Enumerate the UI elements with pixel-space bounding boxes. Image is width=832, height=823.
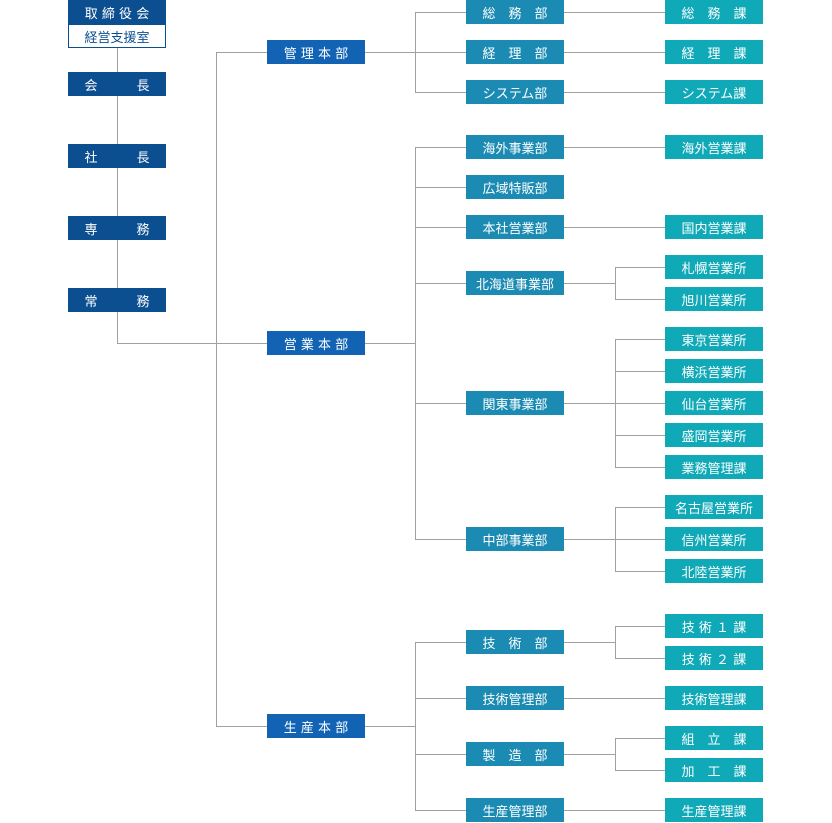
system-section-box: システム課 <box>665 80 763 104</box>
connector-line <box>564 227 665 228</box>
connector-line <box>564 92 665 93</box>
business-management-section-box: 業務管理課 <box>665 455 763 479</box>
connector-line <box>415 187 466 188</box>
connector-line <box>415 642 466 643</box>
connector-line <box>117 343 267 344</box>
connector-line <box>615 770 665 771</box>
connector-line <box>415 403 466 404</box>
connector-line <box>615 435 665 436</box>
connector-line <box>615 403 665 404</box>
connector-line <box>615 571 665 572</box>
connector-line <box>564 52 665 53</box>
connector-line <box>365 726 415 727</box>
connector-line <box>564 283 615 284</box>
connector-line <box>615 507 665 508</box>
connector-line <box>415 227 466 228</box>
connector-line <box>415 642 416 811</box>
connector-line <box>564 147 665 148</box>
connector-line <box>216 52 217 727</box>
connector-line <box>564 698 665 699</box>
assembly-section-box: 組 立 課 <box>665 726 763 750</box>
connector-line <box>615 267 616 300</box>
processing-section-box: 加 工 課 <box>665 758 763 782</box>
connector-line <box>564 403 615 404</box>
connector-line <box>117 48 118 344</box>
kanto-dept-box: 関東事業部 <box>466 391 564 415</box>
wide-area-sales-dept-box: 広域特販部 <box>466 175 564 199</box>
connector-line <box>415 12 466 13</box>
connector-line <box>415 539 466 540</box>
connector-line <box>415 698 466 699</box>
general-affairs-dept-box: 総 務 部 <box>466 0 564 24</box>
connector-line <box>365 343 415 344</box>
technical-management-dept-box: 技術管理部 <box>466 686 564 710</box>
connector-line <box>415 92 466 93</box>
connector-line <box>615 658 665 659</box>
manufacturing-dept-box: 製 造 部 <box>466 742 564 766</box>
asahikawa-office-box: 旭川営業所 <box>665 287 763 311</box>
hokkaido-dept-box: 北海道事業部 <box>466 271 564 295</box>
head-office-sales-dept-box: 本社営業部 <box>466 215 564 239</box>
senior-director-box: 専 務 <box>68 216 166 240</box>
sales-hq-box: 営 業 本 部 <box>267 331 365 355</box>
connector-line <box>564 754 615 755</box>
connector-line <box>365 52 415 53</box>
technical-section-2-box: 技 術 ２ 課 <box>665 646 763 670</box>
nagoya-office-box: 名古屋営業所 <box>665 495 763 519</box>
connector-line <box>615 267 665 268</box>
sendai-office-box: 仙台営業所 <box>665 391 763 415</box>
general-affairs-section-box: 総 務 課 <box>665 0 763 24</box>
connector-line <box>615 626 665 627</box>
overseas-dept-box: 海外事業部 <box>466 135 564 159</box>
chairman-box: 会 長 <box>68 72 166 96</box>
technical-management-section-box: 技術管理課 <box>665 686 763 710</box>
connector-line <box>216 52 267 53</box>
tokyo-office-box: 東京営業所 <box>665 327 763 351</box>
hokuriku-office-box: 北陸営業所 <box>665 559 763 583</box>
board-box: 取 締 役 会 <box>68 0 166 24</box>
chubu-dept-box: 中部事業部 <box>466 527 564 551</box>
connector-line <box>564 539 615 540</box>
connector-line <box>564 810 665 811</box>
connector-line <box>615 299 665 300</box>
sapporo-office-box: 札幌営業所 <box>665 255 763 279</box>
connector-line <box>415 147 416 540</box>
connector-line <box>615 339 665 340</box>
connector-line <box>415 52 466 53</box>
connector-line <box>615 738 665 739</box>
system-dept-box: システム部 <box>466 80 564 104</box>
production-hq-box: 生 産 本 部 <box>267 714 365 738</box>
connector-line <box>415 810 466 811</box>
president-box: 社 長 <box>68 144 166 168</box>
accounting-dept-box: 経 理 部 <box>466 40 564 64</box>
connector-line <box>216 726 267 727</box>
connector-line <box>415 147 466 148</box>
connector-line <box>415 283 466 284</box>
connector-line <box>615 371 665 372</box>
morioka-office-box: 盛岡営業所 <box>665 423 763 447</box>
connector-line <box>415 754 466 755</box>
accounting-section-box: 経 理 課 <box>665 40 763 64</box>
managing-director-box: 常 務 <box>68 288 166 312</box>
technical-section-1-box: 技 術 １ 課 <box>665 614 763 638</box>
overseas-sales-section-box: 海外営業課 <box>665 135 763 159</box>
connector-line <box>615 626 616 659</box>
management-support-box: 経営支援室 <box>68 24 166 48</box>
connector-line <box>615 467 665 468</box>
connector-line <box>615 539 665 540</box>
connector-line <box>615 738 616 771</box>
yokohama-office-box: 横浜営業所 <box>665 359 763 383</box>
domestic-sales-section-box: 国内営業課 <box>665 215 763 239</box>
production-management-section-box: 生産管理課 <box>665 798 763 822</box>
production-management-dept-box: 生産管理部 <box>466 798 564 822</box>
technical-dept-box: 技 術 部 <box>466 630 564 654</box>
connector-line <box>564 12 665 13</box>
connector-line <box>564 642 615 643</box>
admin-hq-box: 管 理 本 部 <box>267 40 365 64</box>
shinshu-office-box: 信州営業所 <box>665 527 763 551</box>
